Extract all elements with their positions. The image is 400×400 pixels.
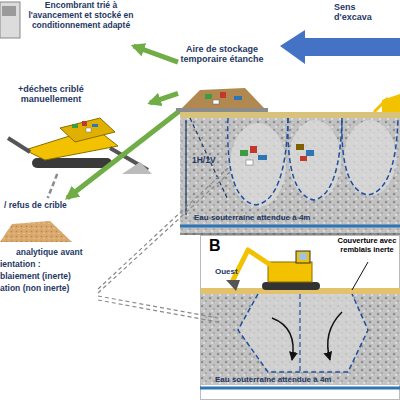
- flow-connector: [67, 112, 178, 198]
- debris: [72, 124, 78, 128]
- node-text: 1H/1V: [192, 156, 236, 166]
- debris: [250, 146, 257, 153]
- flow-connector: [134, 46, 178, 62]
- debris: [300, 156, 307, 161]
- leader-line: [98, 171, 231, 293]
- excavator-body: [268, 262, 312, 282]
- node-text: B: [209, 237, 233, 255]
- analysis-note: analytique avant: [16, 248, 116, 258]
- excavator-tracks: [262, 282, 320, 290]
- storage-area: Aire de stockage temporaire étanche: [178, 44, 266, 112]
- node-text: Eau souterraine attendue à 4m: [194, 213, 390, 222]
- flow-arrow: [328, 312, 342, 360]
- waste-bin-lid: [2, 6, 16, 16]
- flow-connector: [48, 174, 57, 198]
- excavator-boom: [232, 250, 272, 282]
- groundwater-line: [200, 387, 400, 390]
- leader-line: [98, 168, 228, 289]
- groundwater-line: [180, 225, 400, 228]
- trench-divider: [299, 294, 300, 372]
- depth-line: [185, 120, 186, 215]
- waste-storage-callout: Encombrant trié à l'avancement et stocké…: [0, 0, 140, 46]
- soil-pile: [0, 221, 72, 242]
- trench-outline: [238, 294, 368, 372]
- debris: [213, 100, 219, 104]
- trench-fill: [238, 294, 368, 372]
- excavation-pit: [230, 123, 286, 207]
- section-border: [180, 234, 400, 235]
- excavation-pit: [344, 120, 396, 196]
- node-text: +déchets criblé manuellement: [2, 84, 100, 105]
- flow-connector: [150, 93, 178, 103]
- storage-pile: [182, 88, 264, 108]
- section-b: B Ouest Couverture avec remblais inerteEau…: [200, 235, 400, 400]
- leader-line: [352, 262, 368, 290]
- excavation-section: 1H/1V Eau souterraine attendue à 4m: [180, 112, 400, 235]
- node-text: Couverture avec remblais inerte: [334, 237, 400, 254]
- debris: [205, 94, 212, 99]
- pit-outline: [342, 118, 398, 195]
- analysis-note: ation (non inerte): [0, 284, 100, 294]
- debris: [306, 150, 314, 156]
- debris: [92, 124, 98, 127]
- leader-line: [98, 300, 218, 322]
- stone-pile: [122, 162, 152, 174]
- excavator-window: [299, 253, 307, 260]
- ground-surface: [180, 112, 400, 118]
- debris: [240, 150, 248, 156]
- soil-pile: / refus de crible: [0, 198, 78, 242]
- pit-outline: [288, 118, 342, 200]
- direction-arrow: [280, 30, 400, 64]
- debris: [258, 155, 267, 160]
- leader-line: [98, 296, 218, 318]
- soil-section: [180, 116, 400, 235]
- waste-bin: [0, 2, 20, 38]
- debris: [220, 92, 226, 98]
- analysis-note: ientation :: [0, 260, 100, 270]
- node-text: Encombrant trié à l'avancement et stocké…: [22, 1, 140, 30]
- debris: [246, 160, 253, 165]
- pit-outline: [228, 118, 288, 205]
- excavator-cab: [296, 251, 310, 263]
- section-panel: [201, 236, 400, 400]
- node-text: Aire de stockage temporaire étanche: [178, 44, 266, 65]
- node-text: / refus de crible: [4, 201, 78, 211]
- debris: [86, 128, 91, 132]
- debris: [296, 144, 304, 150]
- debris: [82, 121, 87, 126]
- screening-unit: +déchets criblé manuellement: [0, 84, 150, 174]
- screener-hopper: [60, 118, 115, 142]
- node-text: Ouest: [215, 267, 259, 276]
- analysis-note: blaiement (inerte): [0, 272, 100, 282]
- flow-arrow: [272, 318, 293, 360]
- conveyor: [8, 138, 30, 152]
- direction-label: Sens d'excava: [334, 2, 386, 23]
- node-text: Eau souterraine attendue à 4m: [215, 375, 397, 384]
- excavator-arm: [374, 98, 388, 112]
- excavator-bucket: [226, 280, 240, 291]
- debris: [234, 96, 242, 100]
- excavation-pit: [289, 120, 341, 200]
- soil-section: [201, 294, 400, 385]
